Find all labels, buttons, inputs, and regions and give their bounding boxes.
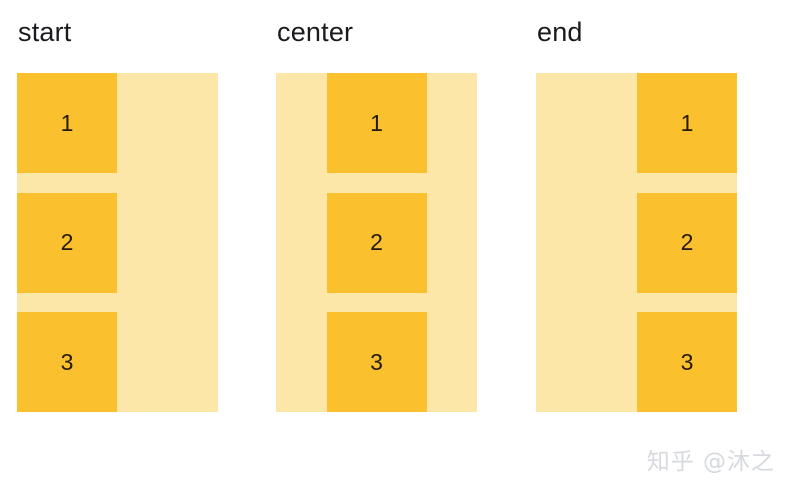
flex-item-number: 2 xyxy=(370,229,383,255)
flex-item: 1 xyxy=(326,73,427,173)
flex-item-number: 3 xyxy=(60,348,74,375)
demo-label-end: end xyxy=(537,17,583,47)
flex-item: 3 xyxy=(637,312,737,412)
flex-item: 1 xyxy=(637,73,737,173)
demo-label-center: center xyxy=(277,17,354,47)
watermark: 知乎 @沐之 xyxy=(646,449,775,475)
flex-item: 1 xyxy=(17,73,117,173)
flex-item: 2 xyxy=(637,192,737,293)
flex-item: 3 xyxy=(17,312,117,412)
flex-item-number: 3 xyxy=(680,348,694,375)
flex-item-number: 1 xyxy=(680,109,694,136)
flex-container-center: 1 2 3 xyxy=(276,73,477,412)
flex-item: 2 xyxy=(17,192,117,293)
flex-container-end: 1 2 3 xyxy=(536,73,737,412)
demo-label-start: start xyxy=(18,17,72,47)
flex-item-number: 1 xyxy=(370,109,383,136)
flex-container-start: 1 2 3 xyxy=(17,73,218,412)
flex-item: 2 xyxy=(326,192,427,293)
flex-item-number: 2 xyxy=(60,229,74,255)
flex-item-number: 3 xyxy=(370,348,383,375)
flex-item-number: 1 xyxy=(60,109,74,136)
flex-item-number: 2 xyxy=(680,229,694,255)
flex-item: 3 xyxy=(326,312,427,412)
